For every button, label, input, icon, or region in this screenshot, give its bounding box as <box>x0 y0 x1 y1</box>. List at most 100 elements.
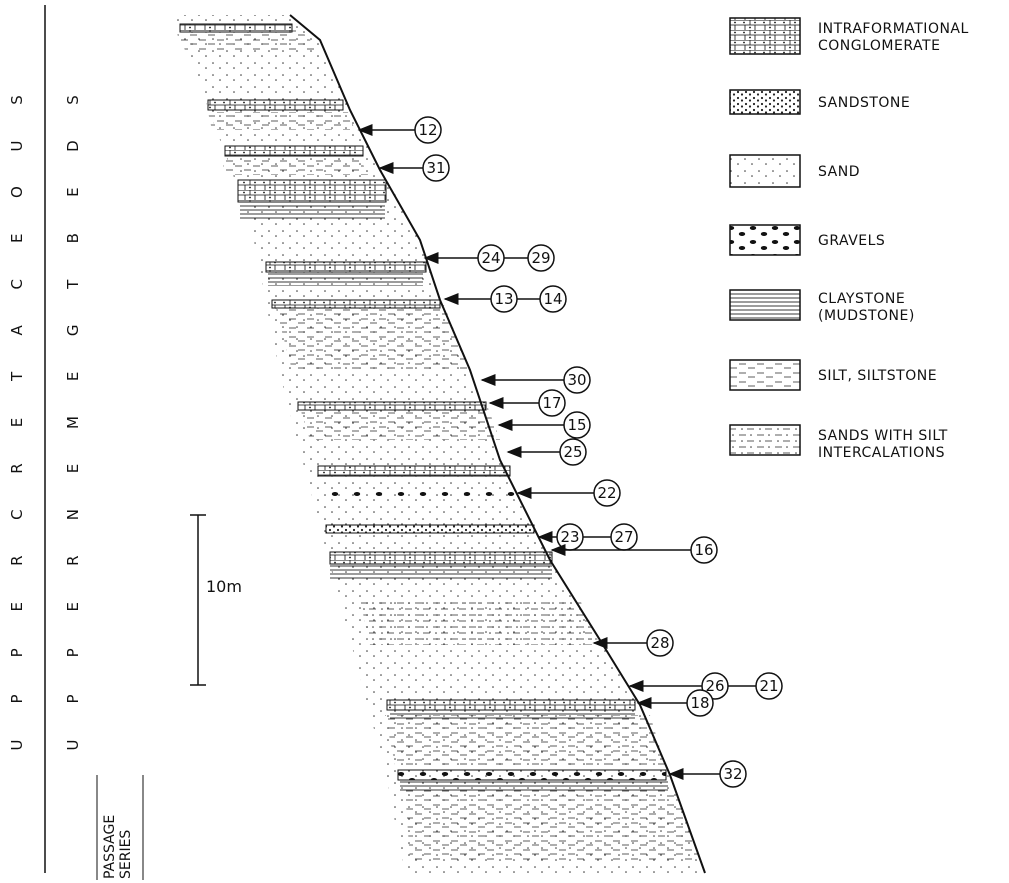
marker-number: 24 <box>481 249 500 267</box>
column-letter: B <box>64 233 82 243</box>
column-letter: P <box>64 648 82 657</box>
column-letter: U <box>8 141 26 152</box>
marker-number: 21 <box>759 677 778 695</box>
legend-item-silt: SILT, SILTSTONE <box>729 359 937 391</box>
column-letter: O <box>8 186 26 198</box>
legend: INTRAFORMATIONAL CONGLOMERATE SANDSTONE … <box>729 17 969 461</box>
sample-marker: 25 <box>506 438 587 466</box>
column-letter: E <box>64 187 82 196</box>
legend-item-gravels: GRAVELS <box>729 224 885 256</box>
marker-circle <box>477 244 505 272</box>
column-letter: D <box>64 140 82 152</box>
marker-number: 25 <box>563 443 582 461</box>
marker-circle <box>538 389 566 417</box>
sample-marker: 18 <box>636 689 714 717</box>
section-column <box>175 14 706 874</box>
marker-number: 30 <box>567 371 586 389</box>
marker-number: 32 <box>723 765 742 783</box>
marker-circle <box>690 536 718 564</box>
sample-marker: 12 <box>357 116 442 144</box>
legend-label: INTERCALATIONS <box>818 445 945 461</box>
legend-label: CONGLOMERATE <box>818 38 940 54</box>
column-letter: E <box>8 602 26 611</box>
column-letter: E <box>64 372 82 381</box>
column-letter: P <box>64 694 82 703</box>
marker-number: 13 <box>494 290 513 308</box>
marker-circle <box>422 154 450 182</box>
column-letter: R <box>8 463 26 473</box>
legend-label: CLAYSTONE <box>818 291 905 307</box>
column-letter: M <box>64 416 82 429</box>
column-letter: R <box>8 555 26 565</box>
passage-text: PASSAGE <box>102 815 118 879</box>
column-letter: C <box>8 509 26 519</box>
legend-label: GRAVELS <box>818 233 885 249</box>
column-letter: U <box>8 740 26 751</box>
sample-marker: 17 <box>488 389 566 417</box>
marker-circle <box>490 285 518 313</box>
legend-item-sand: SAND <box>729 154 860 188</box>
column-letter: G <box>64 325 82 337</box>
marker-circle <box>563 366 591 394</box>
marker-circle <box>414 116 442 144</box>
sample-marker: 15 <box>497 411 591 439</box>
column-letter: C <box>8 279 26 289</box>
column-letter: P <box>8 694 26 703</box>
sample-marker: 30 <box>480 366 591 394</box>
marker-circle <box>719 760 747 788</box>
column-letter: T <box>8 371 26 382</box>
legend-label: INTRAFORMATIONAL <box>818 21 969 37</box>
marker-circle <box>559 438 587 466</box>
column-letter: U <box>64 740 82 751</box>
marker-number: 23 <box>560 528 579 546</box>
column-letter: E <box>64 602 82 611</box>
marker-number: 12 <box>418 121 437 139</box>
marker-circle <box>686 689 714 717</box>
sample-marker: 13 14 <box>443 285 567 313</box>
legend-label: SANDS WITH SILT <box>818 428 948 444</box>
series-text: SERIES <box>118 830 134 879</box>
sample-marker: 28 <box>592 629 674 657</box>
sample-marker: 16 <box>550 536 718 564</box>
legend-item-intraformational-conglomerate: INTRAFORMATIONAL CONGLOMERATE <box>729 17 969 55</box>
legend-label: (MUDSTONE) <box>818 308 915 324</box>
marker-number: 17 <box>542 394 561 412</box>
marker-circle <box>539 285 567 313</box>
column-letter: E <box>8 233 26 242</box>
passage-series-label: PASSAGE SERIES <box>96 775 144 880</box>
column-letter: S <box>64 95 82 105</box>
marker-circle <box>593 479 621 507</box>
legend-label: SANDSTONE <box>818 95 910 111</box>
legend-item-claystone: CLAYSTONE (MUDSTONE) <box>729 289 915 324</box>
column-letter: E <box>64 464 82 473</box>
marker-circle <box>563 411 591 439</box>
marker-circle <box>646 629 674 657</box>
column-letter: E <box>8 418 26 427</box>
marker-number: 22 <box>597 484 616 502</box>
legend-label: SAND <box>818 164 860 180</box>
scale-label: 10m <box>206 577 242 596</box>
column-letter: N <box>64 509 82 520</box>
marker-number: 14 <box>543 290 562 308</box>
legend-item-sandstone: SANDSTONE <box>729 89 910 115</box>
marker-circle <box>755 672 783 700</box>
marker-number: 31 <box>426 159 445 177</box>
marker-circle <box>527 244 555 272</box>
scale-bar: 10m <box>190 514 242 686</box>
column-letter: S <box>8 95 26 105</box>
legend-item-sands-silt: SANDS WITH SILT INTERCALATIONS <box>729 424 948 461</box>
column-letter: T <box>64 279 82 290</box>
sample-marker: 32 <box>668 760 747 788</box>
sample-marker: 31 <box>378 154 450 182</box>
legend-label: SILT, SILTSTONE <box>818 368 937 384</box>
marker-number: 18 <box>690 694 709 712</box>
marker-number: 15 <box>567 416 586 434</box>
sample-marker: 22 <box>516 479 621 507</box>
